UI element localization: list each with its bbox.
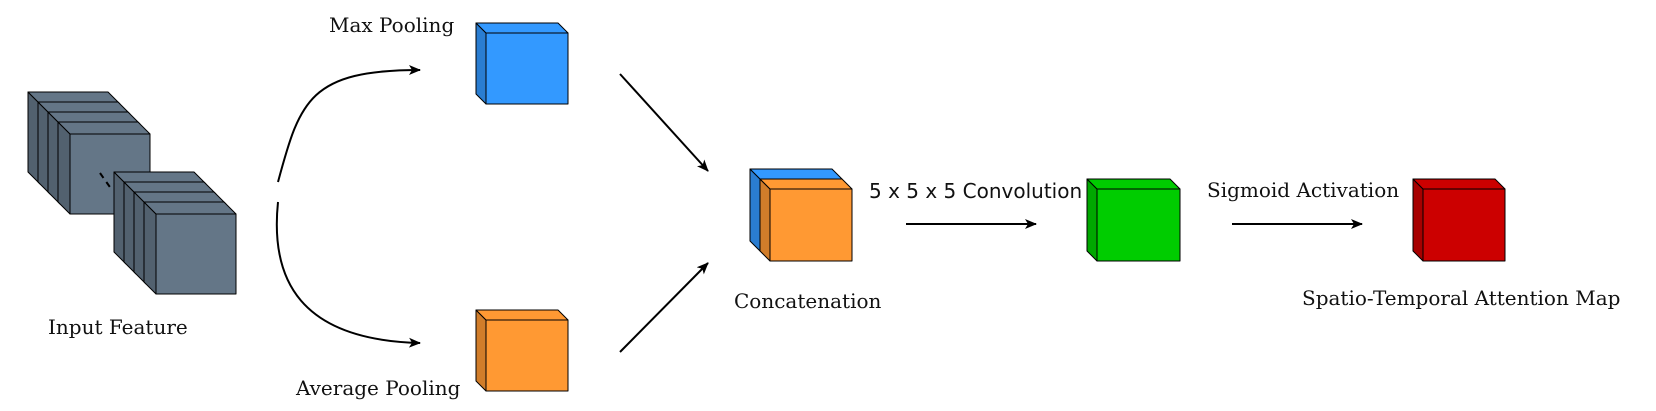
max-pooling-label: Max Pooling bbox=[329, 13, 455, 37]
cube-front-face bbox=[485, 32, 569, 105]
cube-side-face bbox=[1086, 178, 1098, 262]
average-pooling-label: Average Pooling bbox=[296, 376, 461, 400]
cube-front-face bbox=[485, 319, 569, 392]
max-pooling-cube bbox=[475, 22, 569, 105]
cube-front-face bbox=[769, 188, 853, 262]
cube-top-face bbox=[475, 309, 569, 321]
cube-front-face bbox=[155, 213, 237, 295]
cube-side-face bbox=[749, 168, 761, 252]
cube-side-face bbox=[759, 178, 771, 262]
cube-side-face bbox=[475, 22, 487, 105]
cube-front-face bbox=[1096, 188, 1181, 262]
input-feature-stack-front bbox=[113, 171, 237, 295]
cube-top-face bbox=[57, 121, 151, 135]
cube-top-face bbox=[475, 22, 569, 34]
arrow-max-to-concat bbox=[619, 73, 709, 172]
ellipsis-dash bbox=[99, 172, 113, 191]
cube-top-face bbox=[759, 178, 853, 190]
concatenation-label: Concatenation bbox=[734, 289, 882, 313]
convolution-output-cube bbox=[1086, 178, 1181, 262]
sigmoid-activation-label: Sigmoid Activation bbox=[1207, 178, 1400, 202]
convolution-label: 5 x 5 x 5 Convolution bbox=[869, 179, 1083, 203]
cube-side-face bbox=[143, 201, 157, 295]
arrow-to-max-pooling bbox=[277, 65, 421, 183]
cube-front-face bbox=[1422, 188, 1506, 262]
cube-side-face bbox=[1412, 178, 1424, 262]
arrow-to-average-pooling bbox=[275, 201, 421, 348]
cube-side-face bbox=[57, 121, 71, 215]
cube-top-face bbox=[749, 168, 843, 180]
cube-side-face bbox=[475, 309, 487, 392]
cube-top-face bbox=[1086, 178, 1181, 190]
cube-top-face bbox=[1412, 178, 1506, 190]
attention-map-cube bbox=[1412, 178, 1506, 262]
attention-map-label: Spatio-Temporal Attention Map bbox=[1302, 286, 1621, 310]
cube-top-face bbox=[143, 201, 237, 215]
average-pooling-cube bbox=[475, 309, 569, 392]
concatenation-cube bbox=[749, 168, 853, 262]
arrow-avg-to-concat bbox=[619, 262, 709, 353]
input-feature-label: Input Feature bbox=[48, 315, 188, 339]
